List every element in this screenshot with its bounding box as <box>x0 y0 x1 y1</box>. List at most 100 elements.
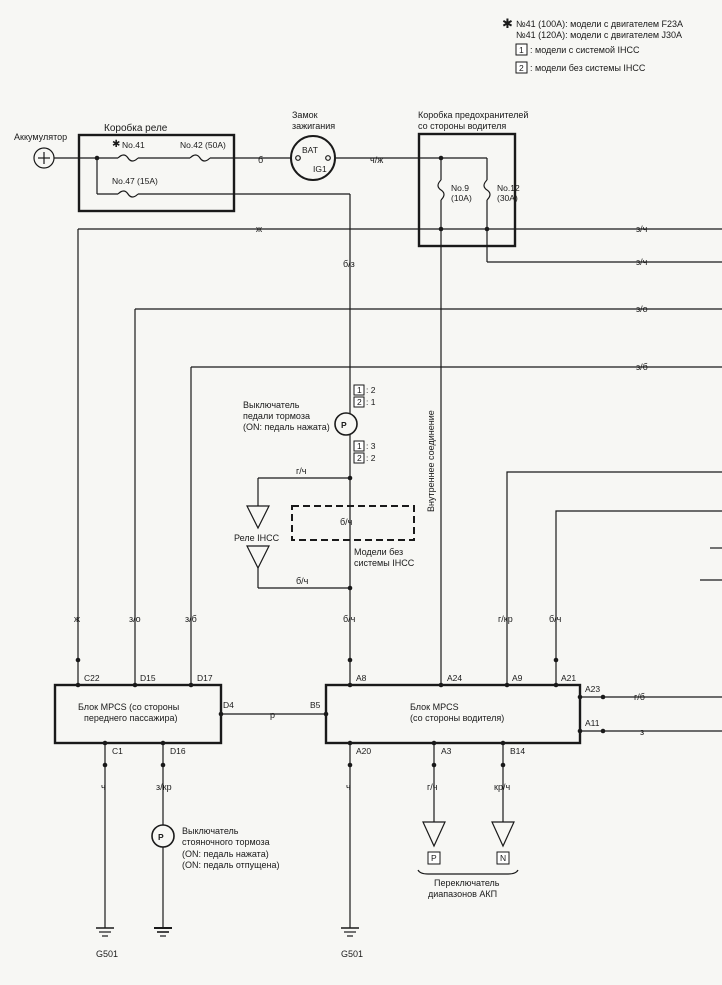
fuse-9-icon <box>437 179 445 201</box>
wire-label-z-b-down: з/б <box>185 614 197 624</box>
driver-fuse-box: Коробка предохранителей со стороны водит… <box>417 110 528 248</box>
wire-label-zh-down: ж <box>74 614 80 624</box>
fuse-box-title-2: со стороны водителя <box>418 121 506 131</box>
brake-badge-4-val: : 2 <box>366 453 376 463</box>
brake-badge-1-val: : 2 <box>366 385 376 395</box>
brake-badge-1: 1 <box>357 385 362 395</box>
fuse-41-label: No.41 <box>122 140 145 150</box>
fuse-41-asterisk: ✱ <box>112 139 120 150</box>
wire-label-g-ch: г/ч <box>296 466 307 476</box>
pin-d4: D4 <box>223 700 234 710</box>
pin-d17: D17 <box>197 673 213 683</box>
ihcc-relay: г/ч Реле IHCC б/ч <box>234 466 353 591</box>
pin-a8: A8 <box>356 673 367 683</box>
ground-symbol-1 <box>96 927 114 937</box>
ground-label-2: G501 <box>341 949 363 959</box>
ignition-ig1: IG1 <box>313 164 327 174</box>
wire-label-b-ch-down: б/ч <box>343 614 356 624</box>
wire-label-z: з <box>640 727 644 737</box>
note-badge-1-text: : модели с системой IHCC <box>530 45 640 55</box>
transmission-line-1: Переключатель <box>434 878 500 888</box>
transmission-line-2: диапазонов АКП <box>428 889 497 899</box>
ground-label-1: G501 <box>96 949 118 959</box>
pin-a11: A11 <box>585 718 600 728</box>
parking-brake-line-2: стояночного тормоза <box>182 837 270 847</box>
brake-switch-line-2: педали тормоза <box>243 411 310 421</box>
ihcc-relay-lower-icon <box>246 545 270 570</box>
pin-d16: D16 <box>170 746 186 756</box>
fuse-12-label: No.12 <box>497 183 520 193</box>
parking-brake-line-1: Выключатель <box>182 826 239 836</box>
transmission-range-switch: P N Переключатель диапазонов АКП <box>417 821 519 899</box>
pin-a20: A20 <box>356 746 371 756</box>
parking-brake-switch: P Выключатель стояночного тормоза (ON: п… <box>151 824 279 870</box>
ground-symbol-parking <box>154 927 172 937</box>
pin-b5: B5 <box>310 700 321 710</box>
wire-label-ch-1: ч <box>101 782 106 792</box>
pin-a21: A21 <box>561 673 576 683</box>
mpcs-driver-line-1: Блок MPCS <box>410 702 459 712</box>
brake-switch-line-3: (ON: педаль нажата) <box>243 422 330 432</box>
wire-label-b-ch-2: б/ч <box>296 576 309 586</box>
non-ihcc-line-2: системы IHCC <box>354 558 415 568</box>
brake-pedal-switch: 1 : 2 2 : 1 Выключатель педали тормоза (… <box>243 384 376 464</box>
note-badge-2: 2 <box>519 63 524 73</box>
mpcs-passenger-line-1: Блок MPCS (со стороны <box>78 702 179 712</box>
brake-badge-4: 2 <box>357 453 362 463</box>
pin-c22: C22 <box>84 673 100 683</box>
internal-connection-label: Внутреннее соединение <box>426 410 436 512</box>
ihcc-relay-label: Реле IHCC <box>234 533 280 543</box>
range-n-label: N <box>500 853 506 863</box>
note-badge-2-text: : модели без системы IHCC <box>530 63 646 73</box>
brake-badge-2: 2 <box>357 397 362 407</box>
brake-switch-icon <box>334 412 358 436</box>
wire-label-z-ch-1: з/ч <box>636 224 648 234</box>
pin-a3: A3 <box>441 746 452 756</box>
relay-box-title: Коробка реле <box>104 122 168 134</box>
pin-d15: D15 <box>140 673 156 683</box>
non-ihcc-line-1: Модели без <box>354 547 403 557</box>
parking-brake-icon <box>151 824 175 848</box>
wire-label-b-z: б/з <box>343 259 355 269</box>
fuse-42-label: No.42 (50A) <box>180 140 226 150</box>
parking-brake-symbol: P <box>158 832 164 842</box>
mpcs-passenger-line-2: переднего пассажира) <box>84 713 177 723</box>
note-line-2: №41 (120A): модели с двигателем J30A <box>516 30 682 40</box>
wire-label-ch-2: ч <box>346 782 351 792</box>
ihcc-relay-upper-icon <box>246 505 270 530</box>
fuse-9-amp: (10A) <box>451 193 472 203</box>
pin-a9: A9 <box>512 673 523 683</box>
wire-label-b: б <box>258 155 263 165</box>
wire-label-p: р <box>270 710 275 720</box>
fuse-41-icon <box>117 154 139 162</box>
wire-label-b-ch-right: б/ч <box>549 614 562 624</box>
wire-label-z-o: з/о <box>636 304 648 314</box>
battery: Аккумулятор <box>14 132 67 169</box>
note-badge-1: 1 <box>519 45 524 55</box>
mpcs-driver-unit: Блок MPCS (со стороны водителя) B5 A8 A2… <box>310 673 600 756</box>
brake-badge-3-val: : 3 <box>366 441 376 451</box>
pin-a24: A24 <box>447 673 462 683</box>
range-p-label: P <box>431 853 437 863</box>
fuse-9-label: No.9 <box>451 183 469 193</box>
brake-badge-2-val: : 1 <box>366 397 376 407</box>
wire-label-g-b: г/б <box>634 692 645 702</box>
mpcs-driver-line-2: (со стороны водителя) <box>410 713 504 723</box>
fuse-47-label: No.47 (15A) <box>112 176 158 186</box>
pin-c1: C1 <box>112 746 123 756</box>
wire-label-zh: ж <box>256 224 262 234</box>
non-ihcc-jumper: б/ч Модели без системы IHCC <box>291 505 415 568</box>
fuse-42-icon <box>189 154 211 162</box>
wire-label-g-ch-a3: г/ч <box>427 782 438 792</box>
fuse-box-title-1: Коробка предохранителей <box>418 110 528 120</box>
brake-switch-line-1: Выключатель <box>243 400 300 410</box>
wire-label-z-b: з/б <box>636 362 648 372</box>
range-p-icon <box>422 821 446 848</box>
wire-label-g-kr: г/кр <box>498 614 513 624</box>
ignition-bat: BAT <box>302 145 318 155</box>
ground-symbol-2 <box>341 927 359 937</box>
mpcs-passenger-unit: Блок MPCS (со стороны переднего пассажир… <box>53 673 234 756</box>
parking-brake-line-3: (ON: педаль нажата) <box>182 849 269 859</box>
wire-label-b-ch-1: б/ч <box>340 517 353 527</box>
